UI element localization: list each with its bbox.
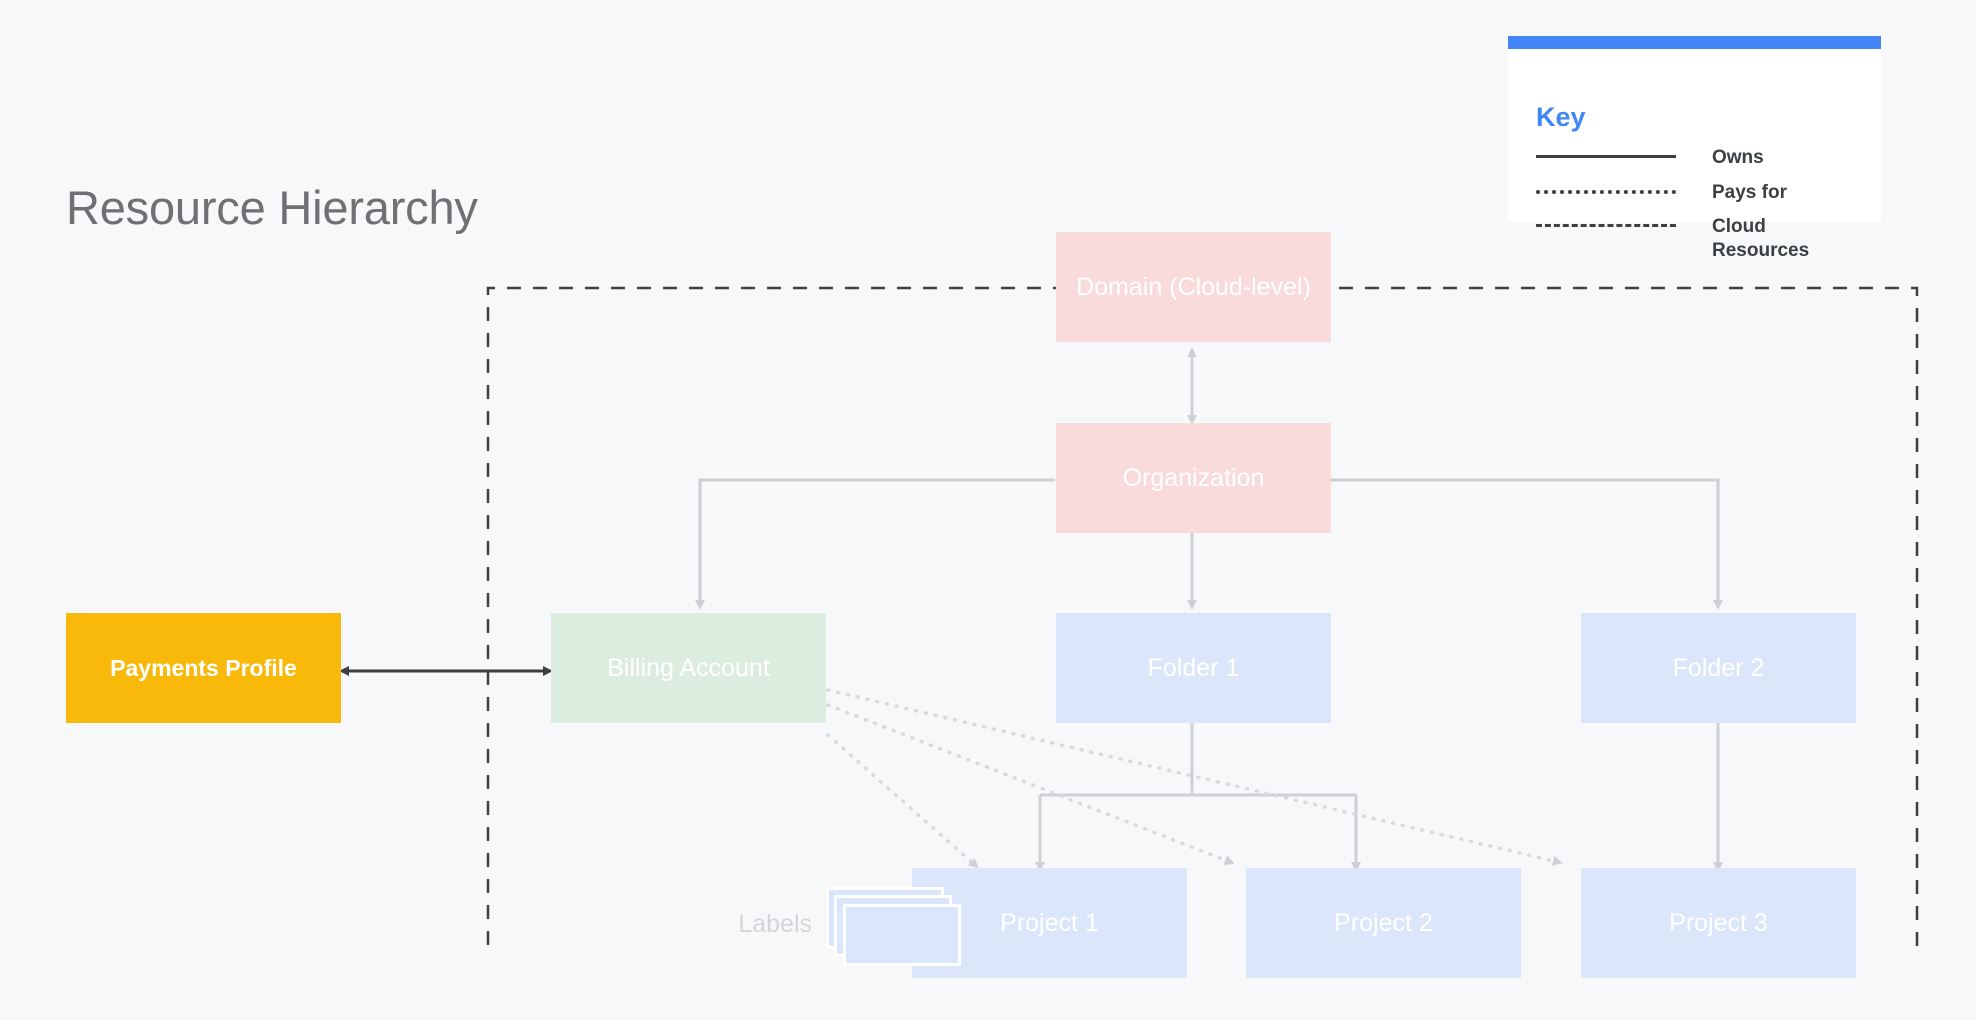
node-organization[interactable]: Organization	[1056, 423, 1331, 533]
node-billing-account[interactable]: Billing Account	[551, 613, 826, 723]
key-panel-accent-bar	[1508, 36, 1881, 49]
dotted-line-sample-icon	[1536, 181, 1676, 201]
key-panel: Key Owns Pays for Cloud Resources	[1508, 36, 1881, 261]
key-row-pays-for: Pays for	[1536, 181, 1787, 205]
page-title: Resource Hierarchy	[66, 181, 478, 234]
labels-caption: Labels	[738, 910, 812, 938]
node-folder-2-label: Folder 2	[1672, 653, 1765, 682]
edge-org-to-folder2	[1330, 478, 1723, 610]
solid-line-sample-icon	[1536, 146, 1676, 166]
key-row-owns: Owns	[1536, 146, 1764, 170]
dashed-line-sample-icon	[1536, 215, 1676, 235]
node-domain[interactable]: Domain (Cloud-level)	[1056, 232, 1331, 342]
node-project-2[interactable]: Project 2	[1246, 868, 1521, 978]
node-project-2-label: Project 2	[1334, 908, 1433, 937]
key-label-pays-for: Pays for	[1712, 182, 1787, 203]
labels-stack-icon[interactable]	[826, 887, 961, 966]
node-domain-label: Domain (Cloud-level)	[1076, 272, 1311, 301]
key-heading: Key	[1536, 102, 1586, 132]
node-project-1-label: Project 1	[1000, 908, 1099, 937]
node-organization-label: Organization	[1122, 463, 1265, 492]
node-payments-profile-label: Payments Profile	[110, 654, 297, 681]
key-label-cloud-resources: Cloud Resources	[1712, 216, 1810, 261]
node-payments-profile[interactable]: Payments Profile	[66, 613, 341, 723]
key-row-cloud-resources: Cloud Resources	[1536, 215, 1842, 263]
node-project-3[interactable]: Project 3	[1581, 868, 1856, 978]
edge-billing-pays-project2	[826, 703, 1235, 865]
node-billing-account-label: Billing Account	[607, 653, 770, 682]
node-project-3-label: Project 3	[1669, 908, 1768, 937]
edge-org-to-billing	[695, 478, 1055, 610]
edge-billing-pays-project1	[826, 733, 979, 869]
node-folder-1-label: Folder 1	[1147, 653, 1240, 682]
node-folder-1[interactable]: Folder 1	[1056, 613, 1331, 723]
edge-folder1-to-projects	[1035, 723, 1361, 872]
key-label-owns: Owns	[1712, 147, 1764, 168]
node-folder-2[interactable]: Folder 2	[1581, 613, 1856, 723]
label-card-front	[843, 904, 961, 966]
